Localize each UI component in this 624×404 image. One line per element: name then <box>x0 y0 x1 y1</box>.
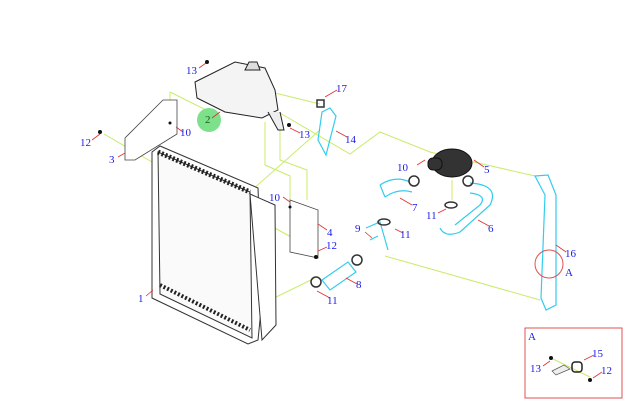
callout-label: 13 <box>299 129 310 141</box>
callout-label: 7 <box>412 202 418 214</box>
detail-callout-label: 12 <box>601 365 612 377</box>
expansion-tank <box>194 61 285 131</box>
water-pump <box>427 148 473 178</box>
callout-label: 6 <box>488 223 494 235</box>
callout-label: 12 <box>326 240 337 252</box>
tee-9 <box>365 221 389 251</box>
hose-8 <box>321 261 357 291</box>
hose-14 <box>317 107 337 157</box>
fasteners <box>98 60 318 259</box>
callout-label: 3 <box>109 154 115 166</box>
highlight-marker <box>197 108 221 132</box>
assembly-lines <box>103 91 541 301</box>
hoses <box>317 107 557 311</box>
detail-view-title: A <box>528 331 536 343</box>
detail-view-a <box>524 327 623 399</box>
callout-label: 16 <box>565 248 576 260</box>
callout-label: 8 <box>356 279 362 291</box>
callout-label: 4 <box>327 227 333 239</box>
hose-7 <box>379 178 413 198</box>
callout-label-highlighted[interactable]: 2 <box>205 114 211 126</box>
callout-label: 11 <box>426 210 437 222</box>
detail-a-marker <box>534 249 564 279</box>
hose-6 <box>439 182 494 235</box>
callout-label: 11 <box>400 229 411 241</box>
callout-leaders <box>91 62 567 299</box>
callout-label: 11 <box>327 295 338 307</box>
radiator <box>151 145 277 345</box>
callout-label: 1 <box>138 293 144 305</box>
callout-label: 13 <box>186 65 197 77</box>
detail-callout-label: 15 <box>592 348 603 360</box>
callout-label: 12 <box>80 137 91 149</box>
callout-label: 10 <box>397 162 408 174</box>
bracket-left <box>124 99 178 161</box>
hose-16 <box>534 174 557 311</box>
detail-a-label: A <box>565 267 573 279</box>
detail-callout-label: 13 <box>530 363 541 375</box>
callout-label: 9 <box>355 223 361 235</box>
callout-label: 10 <box>180 127 191 139</box>
clamps <box>310 99 474 288</box>
callout-label: 14 <box>345 134 356 146</box>
bracket-right <box>289 199 319 259</box>
callout-label: 17 <box>336 83 347 95</box>
callout-label: 10 <box>269 192 280 204</box>
callout-label: 5 <box>484 164 490 176</box>
